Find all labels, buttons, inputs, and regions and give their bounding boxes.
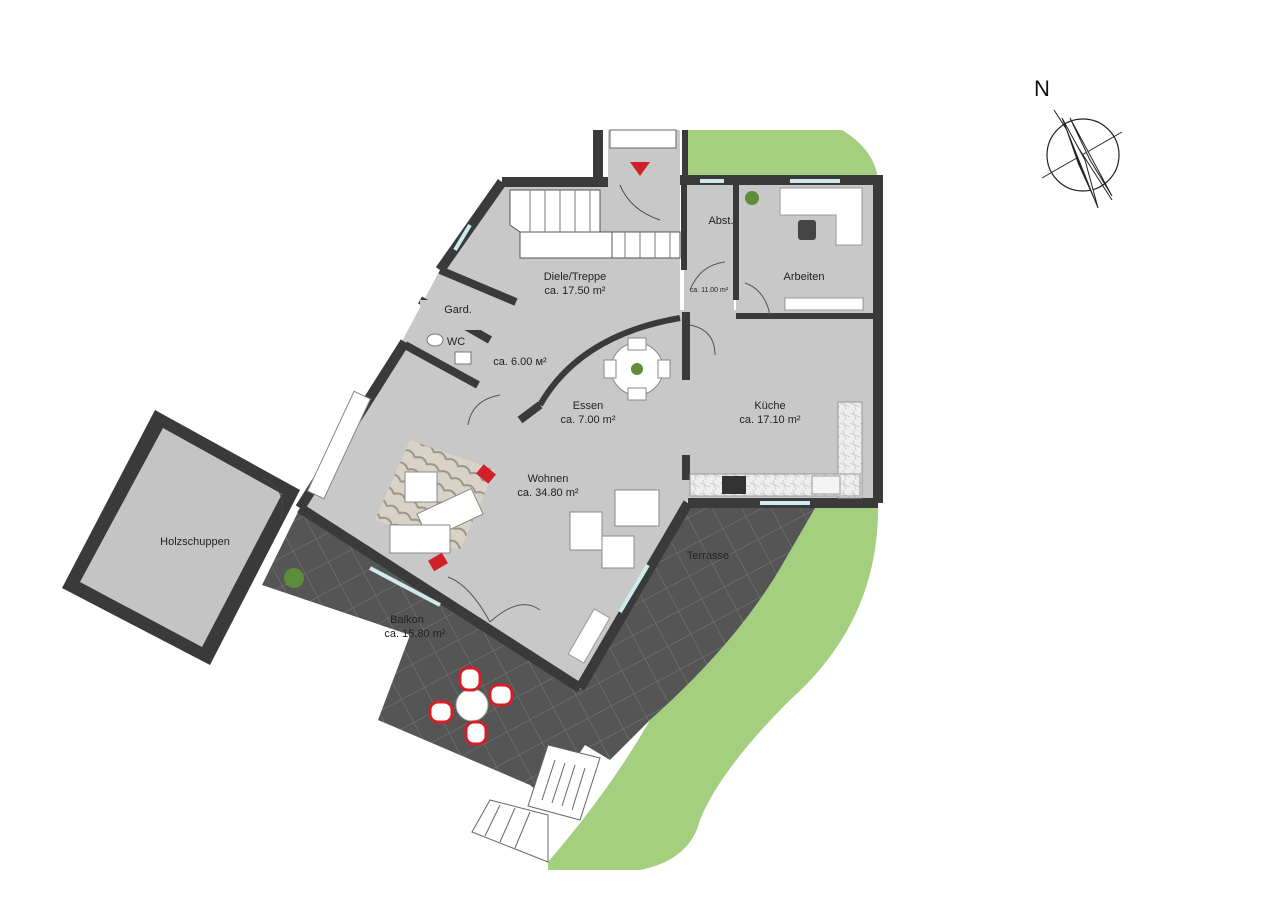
room-name-balkon: Balkon	[390, 614, 424, 626]
room-name-wc: WC	[447, 336, 465, 348]
room-area-abst: ca. 11.00 m²	[690, 287, 729, 294]
entrance-door	[619, 184, 661, 221]
staircase	[509, 189, 681, 259]
room-name-diele: Diele/Treppe	[544, 271, 607, 283]
room-area-balkon: ca. 15.80 m²	[384, 628, 445, 640]
living-furniture	[306, 390, 660, 572]
room-area-wc: ca. 6.00 м²	[493, 356, 547, 368]
kitchen-counters	[689, 401, 863, 499]
office-furniture	[745, 187, 864, 311]
wc-sink	[454, 351, 472, 365]
compass-rose-icon: N	[1034, 76, 1123, 209]
room-area-diele: ca. 17.50 m²	[544, 285, 605, 297]
holzschuppen-door	[261, 477, 284, 521]
room-name-gard: Gard.	[444, 304, 472, 316]
entrance-steps	[609, 129, 677, 149]
room-area-wohnen: ca. 34.80 m²	[517, 487, 578, 499]
room-name-terrasse: Terrasse	[687, 550, 729, 562]
garden-east	[548, 503, 879, 870]
entrance-arrow-icon	[630, 162, 650, 176]
balkon-floor	[262, 508, 610, 800]
room-area-essen: ca. 7.00 m²	[560, 414, 615, 426]
holzschuppen-floor	[80, 428, 282, 647]
north-label: N	[1034, 76, 1050, 101]
door-swings	[447, 261, 771, 623]
wc-toilet	[426, 333, 444, 347]
room-name-arbeiten: Arbeiten	[784, 271, 825, 283]
essen-curved-wall	[537, 315, 681, 407]
room-name-kueche: Küche	[754, 400, 785, 412]
room-area-kueche: ca. 17.10 m²	[739, 414, 800, 426]
living-bookshelf	[567, 608, 611, 664]
stair-treads	[529, 190, 671, 258]
room-name-abst: Abst.	[708, 215, 733, 227]
terrasse-floor	[580, 503, 818, 760]
balcony-table	[428, 666, 514, 746]
gard-closet	[420, 300, 480, 330]
garden-north	[683, 130, 878, 180]
room-name-wohnen: Wohnen	[528, 473, 569, 485]
windows	[369, 179, 840, 614]
room-name-essen: Essen	[573, 400, 604, 412]
outdoor-stairs	[471, 744, 601, 863]
room-name-holzschuppen: Holzschuppen	[160, 536, 230, 548]
balcony-plant	[284, 568, 304, 588]
abst-floor	[684, 183, 734, 313]
dining-table	[603, 337, 671, 401]
